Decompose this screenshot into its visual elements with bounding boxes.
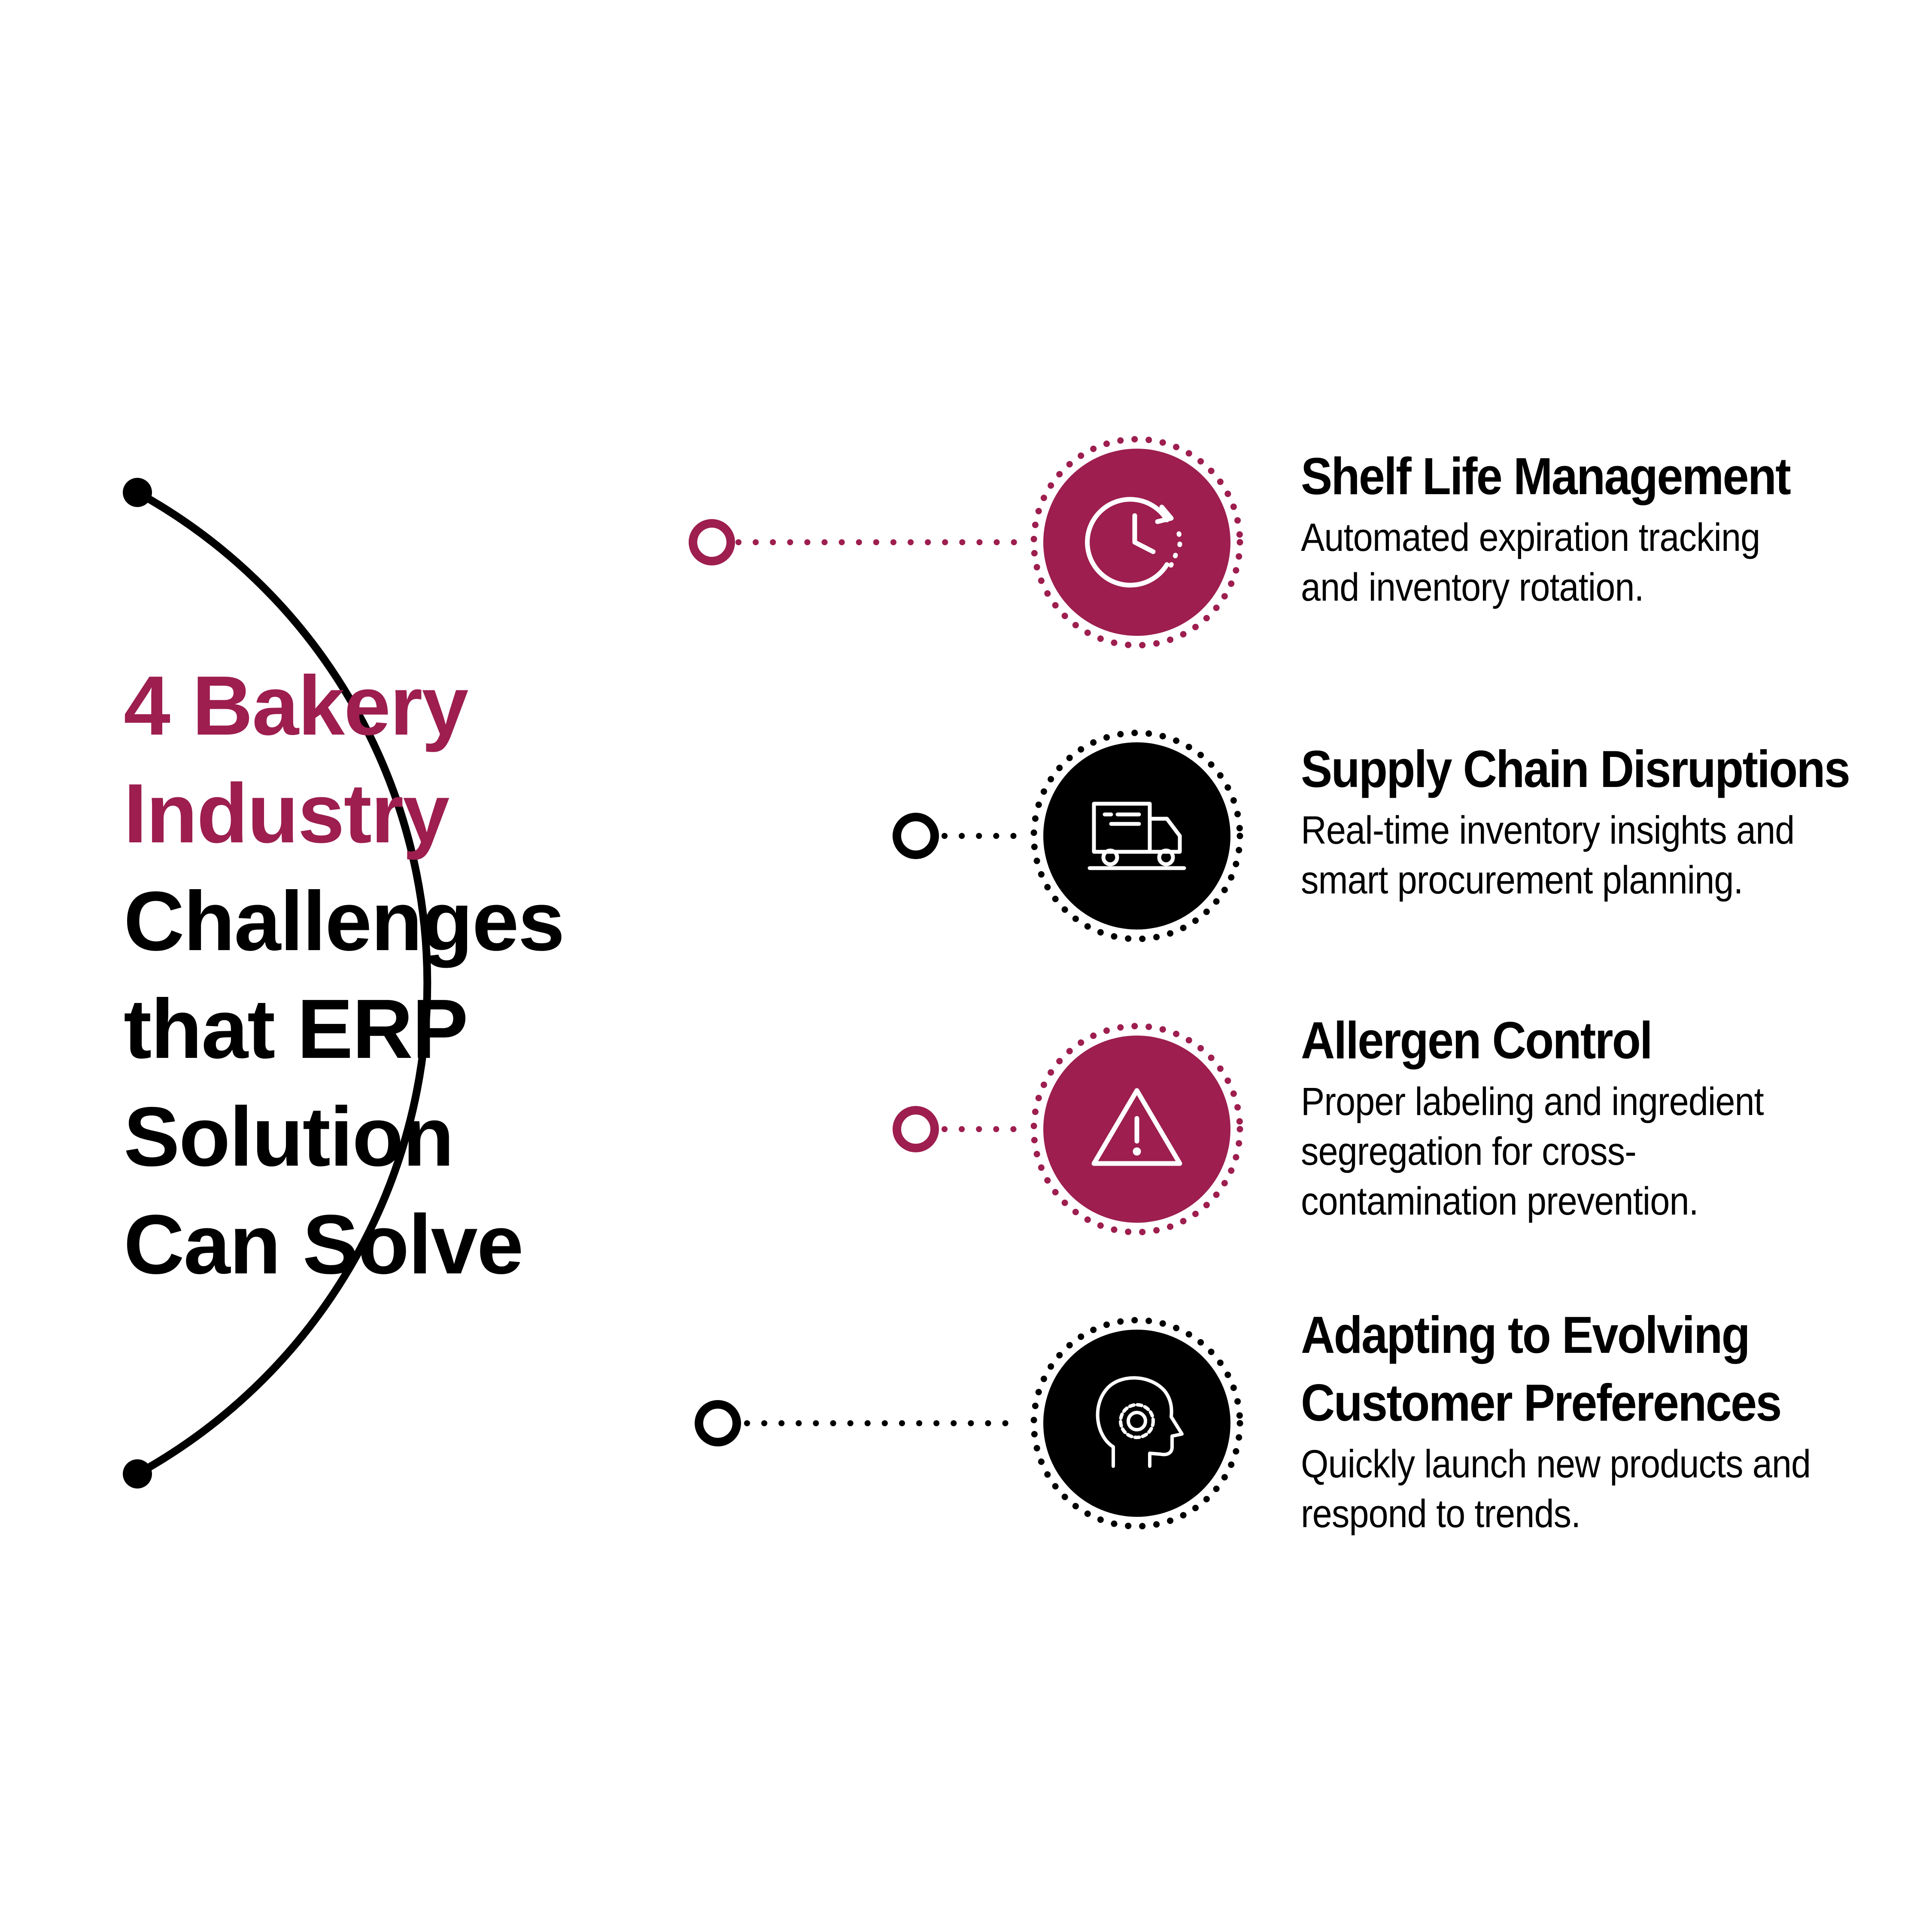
head-gear-icon [1096,1376,1184,1468]
badge-shelf-life [1030,436,1243,649]
desc-line: Quickly launch new products and [1301,1442,1811,1486]
warning-triangle-icon [1091,1088,1182,1166]
challenge-shelf-life: Shelf Life Management Automated expirati… [1301,442,1919,612]
challenge-title: Supply Chain Disruptions [1301,740,1850,798]
challenge-description: Quickly launch new products and respond … [1301,1439,1857,1539]
title-line: Solution [124,1090,454,1184]
desc-line: Proper labeling and ingredient [1301,1080,1764,1124]
desc-line: segregation for cross- [1301,1130,1637,1173]
challenge-description: Real-time inventory insights and smart p… [1301,805,1857,905]
challenge-title: Allergen Control [1301,1011,1653,1069]
arc-node-1 [689,519,735,565]
challenge-title: Adapting to Evolving Customer Preference… [1301,1301,1857,1437]
desc-line: Real-time inventory insights and [1301,808,1795,852]
challenge-supply-chain: Supply Chain Disruptions Real-time inven… [1301,735,1919,905]
arc-node-3 [893,1106,939,1152]
challenge-allergen: Allergen Control Proper labeling and ing… [1301,1006,1919,1226]
arc-end-dot-bottom [123,1459,152,1488]
title-line: Adapting to Evolving [1301,1306,1750,1364]
title-line: Customer Preferences [1301,1373,1782,1432]
challenge-customer-prefs: Adapting to Evolving Customer Preference… [1301,1301,1919,1539]
challenge-description: Proper labeling and ingredient segregati… [1301,1077,1857,1226]
clock-refresh-icon [1085,497,1182,588]
desc-line: and inventory rotation. [1301,565,1644,609]
title-line: that ERP [124,982,468,1076]
badge-allergen [1030,1023,1243,1236]
arc-node-4 [695,1400,741,1446]
desc-line: contamination prevention. [1301,1179,1699,1223]
arc-end-dot-top [123,478,152,507]
badge-customer-prefs [1030,1317,1243,1530]
challenge-title: Shelf Life Management [1301,447,1791,505]
title-line: 4 Bakery [124,659,468,753]
arc-node-2 [893,813,939,859]
main-title: 4 Bakery Industry Challenges that ERP So… [124,652,682,1298]
challenge-description: Automated expiration tracking and invent… [1301,513,1857,612]
title-line: Industry [124,766,450,860]
title-line: Can Solve [124,1197,524,1291]
title-line: Challenges [124,874,565,968]
desc-line: Automated expiration tracking [1301,516,1760,559]
delivery-truck-icon [1088,802,1186,870]
desc-line: smart procurement planning. [1301,858,1744,902]
desc-line: respond to trends. [1301,1492,1581,1536]
main-arc [134,489,431,1478]
badge-supply-chain [1030,729,1243,942]
